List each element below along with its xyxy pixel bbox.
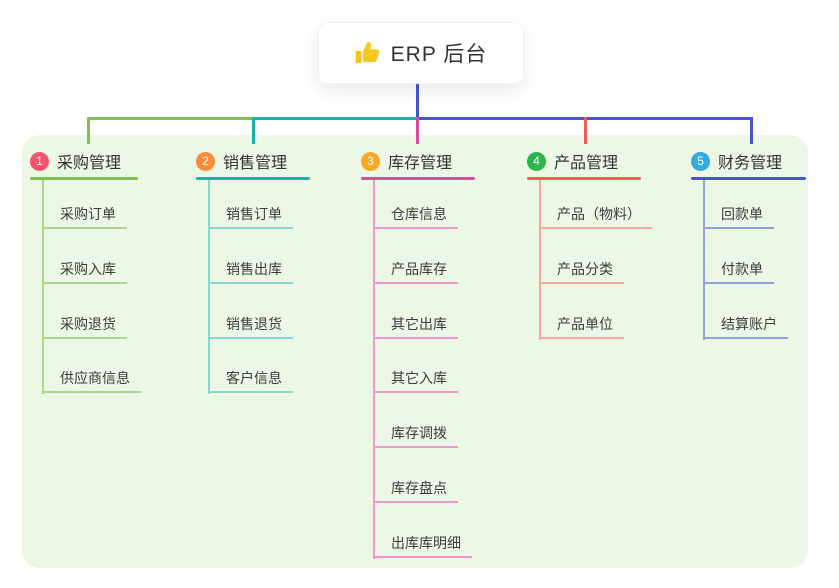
item-underline (42, 337, 127, 339)
mindmap-item[interactable]: 销售退货 (226, 316, 282, 332)
item-underline (539, 282, 624, 284)
branch-node[interactable]: 3 库存管理 (361, 148, 475, 174)
branch-node[interactable]: 5 财务管理 (691, 148, 806, 174)
item-underline (703, 227, 774, 229)
branch-spine-line (42, 180, 44, 395)
branch-spine-line (373, 180, 375, 559)
branch-label: 产品管理 (554, 155, 619, 172)
branch-spine-line (208, 180, 210, 395)
item-underline (373, 391, 458, 393)
mindmap-item[interactable]: 其它出库 (391, 316, 447, 332)
mindmap-item[interactable]: 库存调拨 (391, 425, 447, 441)
item-underline (208, 227, 293, 229)
branch-badge: 4 (527, 151, 546, 171)
item-underline (539, 227, 653, 229)
branch-underline (30, 177, 138, 180)
branch-underline (527, 177, 641, 180)
mindmap-item[interactable]: 产品（物料） (557, 206, 641, 222)
mindmap-item[interactable]: 产品库存 (391, 261, 447, 277)
mindmap-item[interactable]: 采购入库 (60, 261, 116, 277)
branch-badge: 2 (196, 151, 215, 171)
item-underline (208, 391, 293, 393)
mindmap-item[interactable]: 产品单位 (557, 316, 613, 332)
branch-label: 采购管理 (57, 155, 122, 172)
branch-drop-line (584, 117, 587, 144)
item-underline (42, 391, 141, 393)
mindmap-item[interactable]: 出库库明细 (391, 535, 461, 551)
branch-label: 库存管理 (388, 155, 453, 172)
mindmap-item[interactable]: 客户信息 (226, 370, 282, 386)
mindmap-item[interactable]: 采购退货 (60, 316, 116, 332)
branch-spine-line (703, 180, 705, 340)
item-underline (208, 282, 293, 284)
bus-line-segment (253, 117, 417, 120)
branch-drop-line (750, 117, 753, 144)
branch-node[interactable]: 4 产品管理 (527, 148, 641, 174)
mindmap-item[interactable]: 其它入库 (391, 370, 447, 386)
branch-node[interactable]: 2 销售管理 (196, 148, 310, 174)
branch-underline (691, 177, 806, 180)
mindmap-item[interactable]: 仓库信息 (391, 206, 447, 222)
root-title: ERP 后台 (390, 43, 488, 66)
branch-label: 销售管理 (223, 155, 288, 172)
item-underline (42, 282, 127, 284)
mindmap-panel (22, 135, 808, 568)
branch-drop-line (252, 117, 255, 144)
branch-badge: 5 (691, 151, 710, 171)
item-underline (703, 337, 788, 339)
branch-drop-line (87, 117, 90, 144)
mindmap-item[interactable]: 供应商信息 (60, 370, 130, 386)
branch-underline (196, 177, 310, 180)
branch-badge: 3 (361, 151, 380, 171)
mindmap-item[interactable]: 产品分类 (557, 261, 613, 277)
item-underline (539, 337, 624, 339)
mindmap-item[interactable]: 付款单 (721, 261, 763, 277)
item-underline (373, 337, 458, 339)
branch-label: 财务管理 (718, 155, 783, 172)
root-node[interactable]: ERP 后台 (318, 22, 524, 84)
item-underline (373, 501, 458, 503)
item-underline (42, 227, 127, 229)
root-trunk-line (416, 82, 419, 120)
branch-node[interactable]: 1 采购管理 (30, 148, 138, 174)
item-underline (373, 446, 458, 448)
branch-drop-line (416, 117, 419, 144)
mindmap-item[interactable]: 结算账户 (721, 316, 777, 332)
mindmap-item[interactable]: 采购订单 (60, 206, 116, 222)
mindmap-item[interactable]: 销售订单 (226, 206, 282, 222)
branch-underline (361, 177, 475, 180)
mindmap-item[interactable]: 回款单 (721, 206, 763, 222)
mindmap-item[interactable]: 库存盘点 (391, 480, 447, 496)
item-underline (208, 337, 293, 339)
item-underline (373, 282, 458, 284)
mindmap-item[interactable]: 销售出库 (226, 261, 282, 277)
bus-line-segment (87, 117, 253, 120)
branch-spine-line (539, 180, 541, 340)
item-underline (703, 282, 774, 284)
item-underline (373, 556, 472, 558)
branch-badge: 1 (30, 151, 49, 171)
item-underline (373, 227, 458, 229)
thumbs-up-icon (355, 42, 380, 64)
